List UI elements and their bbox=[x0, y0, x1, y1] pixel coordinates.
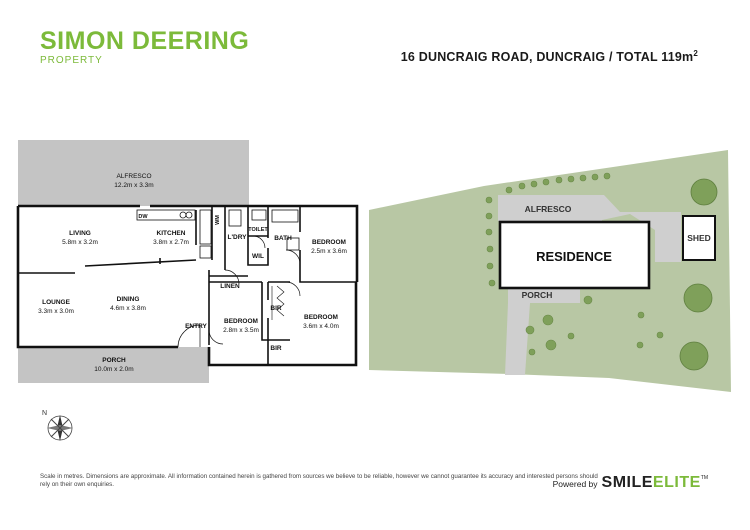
logo-elite: ELITE bbox=[652, 474, 701, 491]
bir2-label: BIR bbox=[270, 345, 282, 352]
compass-north-label: N bbox=[42, 410, 47, 417]
alfresco-paving bbox=[498, 196, 602, 221]
residence-footprint bbox=[498, 220, 651, 290]
outer-walls bbox=[16, 204, 359, 367]
bedroom3-label: BEDROOM bbox=[224, 318, 258, 325]
alfresco-area bbox=[18, 140, 249, 206]
dining-label: DINING bbox=[117, 296, 140, 303]
walk-in-linen-label: WIL bbox=[252, 253, 264, 260]
interior-walls bbox=[18, 206, 356, 365]
entry-label: ENTRY bbox=[185, 323, 207, 330]
lounge-dims: 3.3m x 3.0m bbox=[38, 308, 74, 315]
site-residence-label: RESIDENCE bbox=[536, 249, 612, 264]
house-interior bbox=[18, 206, 357, 365]
wardrobe-lines bbox=[267, 286, 273, 360]
logo-tm: TM bbox=[700, 475, 708, 481]
dishwasher-label: DW bbox=[138, 214, 148, 220]
bedroom2-dims: 3.6m x 4.0m bbox=[303, 323, 339, 330]
stair-steps bbox=[276, 285, 285, 317]
compass-icon bbox=[47, 415, 73, 441]
kitchen-bench bbox=[136, 209, 212, 259]
bir1-label: BIR bbox=[270, 305, 282, 312]
bedroom2-label: BEDROOM bbox=[304, 314, 338, 321]
brand-name: SIMON DEERING bbox=[40, 27, 250, 55]
bath-label: BATH bbox=[274, 235, 292, 242]
lounge-label: LOUNGE bbox=[42, 299, 70, 306]
site-plan: ALFRESCO RESIDENCE SHED PORCH bbox=[369, 150, 731, 392]
alfresco-dims: 12.2m x 3.3m bbox=[114, 182, 153, 189]
linen-label: LINEN bbox=[220, 283, 240, 290]
door-swings bbox=[177, 235, 301, 348]
bedroom1-dims: 2.5m x 3.6m bbox=[311, 248, 347, 255]
kitchen-label: KITCHEN bbox=[157, 230, 186, 237]
living-label: LIVING bbox=[69, 230, 91, 237]
logo-smile: SMILE bbox=[601, 474, 653, 491]
porch-label: PORCH bbox=[102, 357, 126, 364]
kitchen-sink bbox=[185, 211, 193, 219]
laundry-label: L'DRY bbox=[228, 234, 248, 241]
shed-footprint bbox=[682, 215, 716, 261]
porch-paving bbox=[508, 287, 580, 303]
site-alfresco-label: ALFRESCO bbox=[525, 204, 572, 214]
garden-trees bbox=[679, 178, 718, 371]
kitchen-dims: 3.8m x 2.7m bbox=[153, 239, 189, 246]
property-address: 16 DUNCRAIG ROAD, DUNCRAIG / TOTAL 119m2 bbox=[401, 49, 698, 64]
disclaimer-text: Scale in metres. Dimensions are approxim… bbox=[40, 473, 598, 488]
address-text: 16 DUNCRAIG ROAD, DUNCRAIG / TOTAL 119m bbox=[400, 50, 694, 65]
laundry-tub bbox=[228, 209, 300, 251]
porch-dims: 10.0m x 2.0m bbox=[94, 366, 133, 373]
front-path bbox=[505, 303, 530, 375]
powered-by-logo: Powered by SMILEELITETM bbox=[553, 474, 708, 492]
site-porch-label: PORCH bbox=[522, 290, 553, 300]
site-shed-label: SHED bbox=[687, 233, 711, 243]
brand-subtitle: PROPERTY bbox=[40, 55, 103, 66]
garden-shrubs bbox=[485, 172, 664, 356]
address-superscript: 2 bbox=[693, 49, 698, 58]
bedroom3-dims: 2.8m x 3.5m bbox=[223, 327, 259, 334]
washing-machine-label: WM bbox=[215, 215, 221, 225]
alfresco-label: ALFRESCO bbox=[116, 173, 151, 180]
bedroom1-label: BEDROOM bbox=[312, 239, 346, 246]
dining-dims: 4.6m x 3.8m bbox=[110, 305, 146, 312]
toilet-label: TOILET bbox=[248, 227, 268, 233]
brand-logo: SIMON DEERING PROPERTY bbox=[40, 28, 249, 66]
living-dims: 5.8m x 3.2m bbox=[62, 239, 98, 246]
porch-area bbox=[18, 347, 209, 383]
powered-by-label: Powered by bbox=[552, 479, 598, 489]
